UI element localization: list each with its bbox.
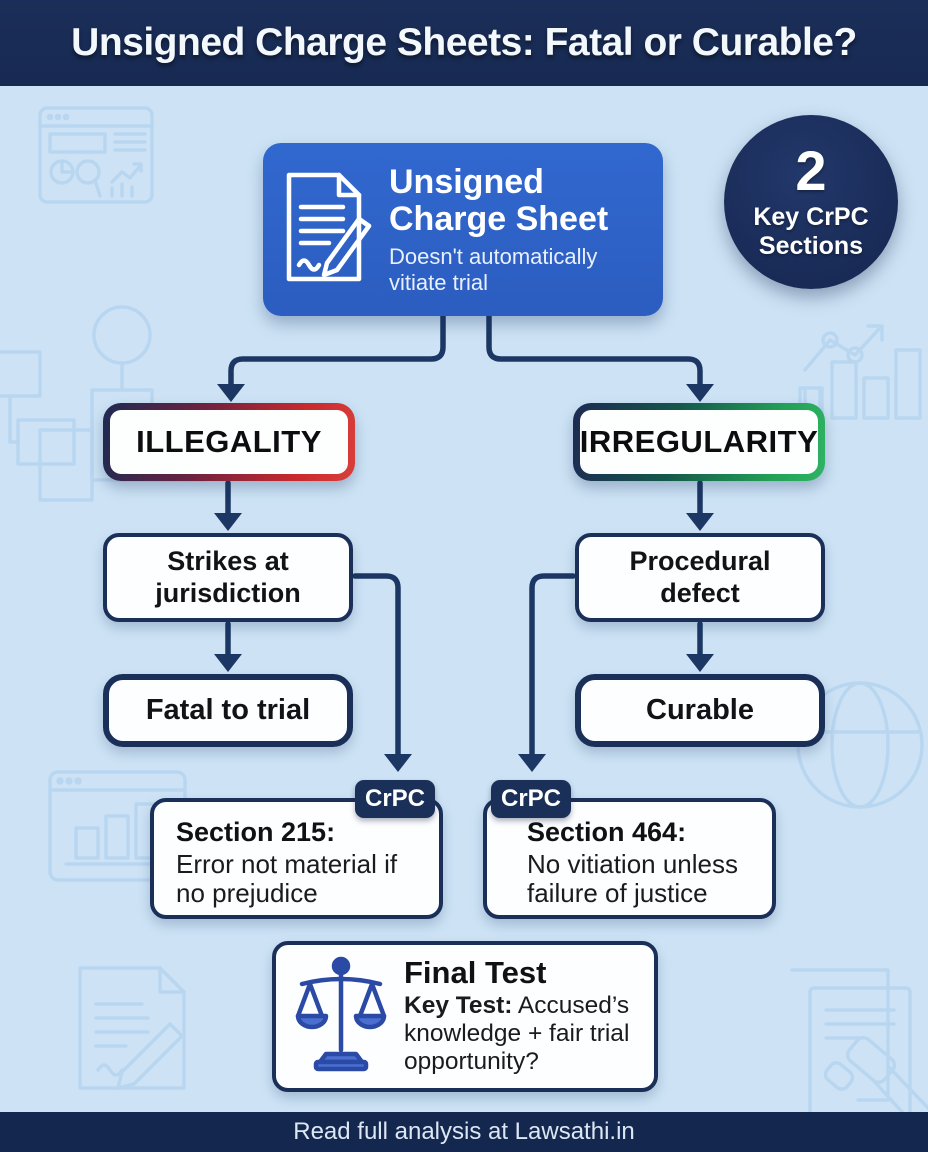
- flow-squares-watermark-icon: [0, 350, 76, 466]
- badge-label: Key CrPC Sections: [753, 203, 869, 260]
- section-215-box: CrPC Section 215: Error not material if …: [150, 780, 443, 919]
- growth-chart-watermark-icon: [798, 324, 922, 420]
- section-464-body: No vitiation unless failure of justice: [527, 848, 738, 908]
- badge-number: 2: [795, 139, 827, 203]
- scales-of-justice-icon: [292, 954, 390, 1079]
- crpc-tag-left: CrPC: [355, 780, 435, 818]
- final-test-box: Final Test Key Test: Accused’s knowledge…: [272, 941, 658, 1092]
- card-title-line2: Charge Sheet: [389, 199, 609, 238]
- footer-text: Read full analysis at Lawsathi.in: [293, 1118, 635, 1145]
- strikes-jurisdiction-label: Strikes at jurisdiction: [155, 546, 301, 608]
- section-464-box: CrPC Section 464: No vitiation unless fa…: [483, 780, 776, 919]
- curable-box: Curable: [575, 674, 825, 747]
- procedural-defect-label: Procedural defect: [629, 546, 771, 608]
- fatal-to-trial-label: Fatal to trial: [145, 693, 311, 726]
- strikes-jurisdiction-box: Strikes at jurisdiction: [103, 533, 353, 622]
- crpc-tag-right: CrPC: [491, 780, 571, 818]
- illegality-box: ILLEGALITY: [103, 403, 355, 481]
- section-464-title: Section 464:: [527, 817, 687, 847]
- card-title-line1: Unsigned: [389, 162, 544, 201]
- section-215-body: Error not material if no prejudice: [176, 848, 398, 908]
- key-test-label: Key Test:: [404, 992, 513, 1020]
- key-test-text: Accused’s knowledge + fair trial opportu…: [404, 992, 630, 1076]
- docs-gavel-watermark-icon: [790, 968, 928, 1131]
- fatal-to-trial-box: Fatal to trial: [103, 674, 353, 747]
- illegality-label: ILLEGALITY: [136, 424, 322, 459]
- header-bar: Unsigned Charge Sheets: Fatal or Curable…: [0, 0, 928, 86]
- document-pencil-icon: [281, 169, 373, 290]
- footer-bar: Read full analysis at Lawsathi.in: [0, 1112, 928, 1152]
- irregularity-box: IRREGULARITY: [573, 403, 825, 481]
- page-title: Unsigned Charge Sheets: Fatal or Curable…: [71, 21, 857, 64]
- doc-pencil-watermark-icon: [78, 966, 186, 1090]
- dashboard-watermark-icon: [38, 106, 154, 204]
- final-test-title: Final Test: [404, 954, 547, 990]
- procedural-defect-box: Procedural defect: [575, 533, 825, 622]
- irregularity-label: IRREGULARITY: [579, 424, 819, 459]
- key-sections-badge: 2 Key CrPC Sections: [724, 115, 898, 289]
- curable-label: Curable: [646, 693, 754, 726]
- final-test-body: Key Test: Accused’s knowledge + fair tri…: [404, 992, 644, 1076]
- card-subtitle: Doesn't automatically vitiate trial: [389, 244, 598, 295]
- section-215-title: Section 215:: [176, 817, 336, 847]
- unsigned-charge-sheet-card: Unsigned Charge Sheet Doesn't automatica…: [263, 143, 663, 316]
